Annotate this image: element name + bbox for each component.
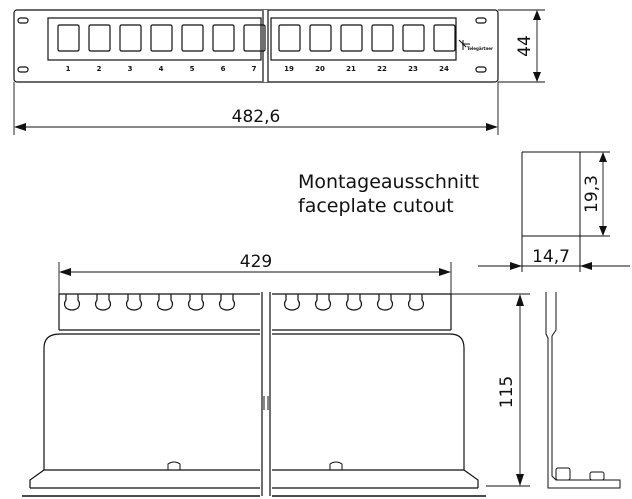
mounting-slot — [17, 66, 29, 73]
ports-right: 19 20 21 22 23 24 — [278, 24, 456, 73]
mounting-slot — [475, 66, 487, 73]
panel-outline — [13, 9, 499, 83]
port-number: 19 — [284, 65, 294, 73]
cutout-detail: 19,3 14,7 — [478, 151, 630, 272]
mounting-slot — [475, 17, 487, 24]
port-jack — [57, 24, 80, 52]
port-number: 21 — [346, 65, 356, 73]
mounting-slot — [17, 17, 29, 24]
comb-teeth-left — [63, 294, 236, 311]
port-jack — [309, 24, 332, 52]
height-dim-label: 44 — [515, 35, 535, 57]
dimension-width-482-6: 482,6 — [13, 82, 499, 135]
port-number: 20 — [315, 65, 325, 73]
cutout-width-dim: 14,7 — [532, 247, 570, 267]
port-number: 24 — [439, 65, 449, 73]
port-jack — [243, 24, 266, 52]
rear-depth-dim-label: 115 — [497, 376, 517, 408]
port-jack — [340, 24, 363, 52]
port-frame-left — [47, 17, 262, 61]
port-number: 3 — [128, 65, 133, 73]
cutout-height-dim: 19,3 — [582, 175, 602, 213]
port-jack — [119, 24, 142, 52]
brand-logo: Telegärtner — [458, 39, 493, 51]
port-number: 6 — [221, 65, 226, 73]
rear-housing — [22, 333, 486, 497]
cable-comb — [58, 293, 452, 331]
break-marker — [260, 292, 272, 497]
width-dim-label: 482,6 — [232, 107, 281, 127]
port-number: 5 — [190, 65, 195, 73]
port-jack — [371, 24, 394, 52]
comb-teeth-right — [283, 294, 425, 311]
side-profile — [545, 292, 621, 489]
dimension-height-44: 44 — [498, 9, 545, 83]
port-jack — [433, 24, 456, 52]
port-jack — [212, 24, 235, 52]
port-jack — [181, 24, 204, 52]
port-jack — [150, 24, 173, 52]
brand-text: Telegärtner — [467, 46, 493, 51]
cutout-label-de: Montageausschnitt — [298, 171, 479, 193]
cutout-label-en: faceplate cutout — [298, 195, 454, 217]
port-number: 1 — [66, 65, 71, 73]
port-frame-right — [270, 17, 457, 61]
port-jack — [88, 24, 111, 52]
port-jack — [402, 24, 425, 52]
port-jack — [278, 24, 301, 52]
port-number: 23 — [408, 65, 418, 73]
dimension-depth-115: 115 — [451, 293, 530, 487]
port-number: 7 — [252, 65, 257, 73]
dimension-width-429: 429 — [58, 252, 452, 300]
port-number: 22 — [377, 65, 387, 73]
ports-left: 1 2 3 4 5 6 7 — [57, 24, 266, 73]
port-number: 2 — [97, 65, 102, 73]
port-number: 4 — [159, 65, 164, 73]
rear-width-dim-label: 429 — [240, 252, 272, 272]
